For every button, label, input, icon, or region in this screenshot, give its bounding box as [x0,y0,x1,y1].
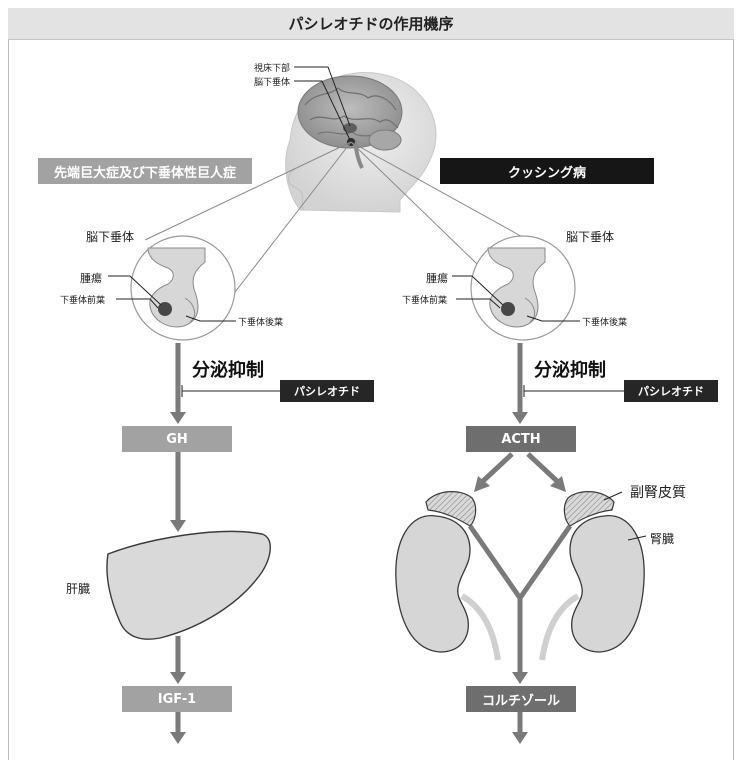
left-kidney-illustration [395,491,501,661]
cortisol-arrowhead [512,672,528,684]
adrenal-kidney-leaders [603,491,647,541]
right-drug-tag: パシレオチド [624,380,718,402]
brain-pituitary-label: 脳下垂体 [254,78,291,88]
brain-leader-lines [294,66,351,141]
right-kidney-illustration [539,491,645,661]
left-disease-band: 先端巨大症及び下垂体性巨人症 [38,158,252,184]
left-arrowheads [170,412,186,744]
left-gland-label: 脳下垂体 [86,230,135,244]
left-posterior-label: 下垂体後葉 [238,318,284,328]
right-inhibition-line [523,385,624,397]
right-posterior-label: 下垂体後葉 [582,318,628,328]
right-tumor-label: 腫瘍 [426,272,448,285]
right-anterior-label: 下垂体前葉 [402,296,448,306]
left-tumor-label: 腫瘍 [80,272,102,285]
right-inhibition-label: 分泌抑制 [534,360,606,381]
left-pituitary-zoom [130,235,236,341]
left-inhibition-line [181,385,280,397]
cortisol-tag: コルチゾール [466,686,576,712]
acth-split-arrows [474,452,566,492]
left-drug-tag: パシレオチド [280,380,374,402]
cortisol-y-arrows [467,524,573,674]
left-anterior-label: 下垂体前葉 [60,296,106,306]
diagram-title: パシレオチドの作用機序 [8,8,734,40]
right-arrowheads [512,412,528,744]
right-pituitary-zoom [470,235,576,341]
left-inhibition-label: 分泌抑制 [192,360,264,381]
right-pituitary-leaders [452,275,580,322]
kidney-label: 腎臓 [650,532,675,546]
right-disease-band: クッシング病 [440,158,654,184]
liver-illustration [106,530,271,640]
adrenal-cortex-label: 副腎皮質 [630,485,686,501]
hypothalamus-label: 視床下部 [254,64,291,74]
left-pituitary-leaders [108,275,236,322]
liver-label: 肝臓 [66,582,91,596]
acth-tag: ACTH [466,426,576,452]
right-gland-label: 脳下垂体 [566,230,615,244]
gh-tag: GH [122,426,232,452]
igf1-tag: IGF-1 [122,686,232,712]
